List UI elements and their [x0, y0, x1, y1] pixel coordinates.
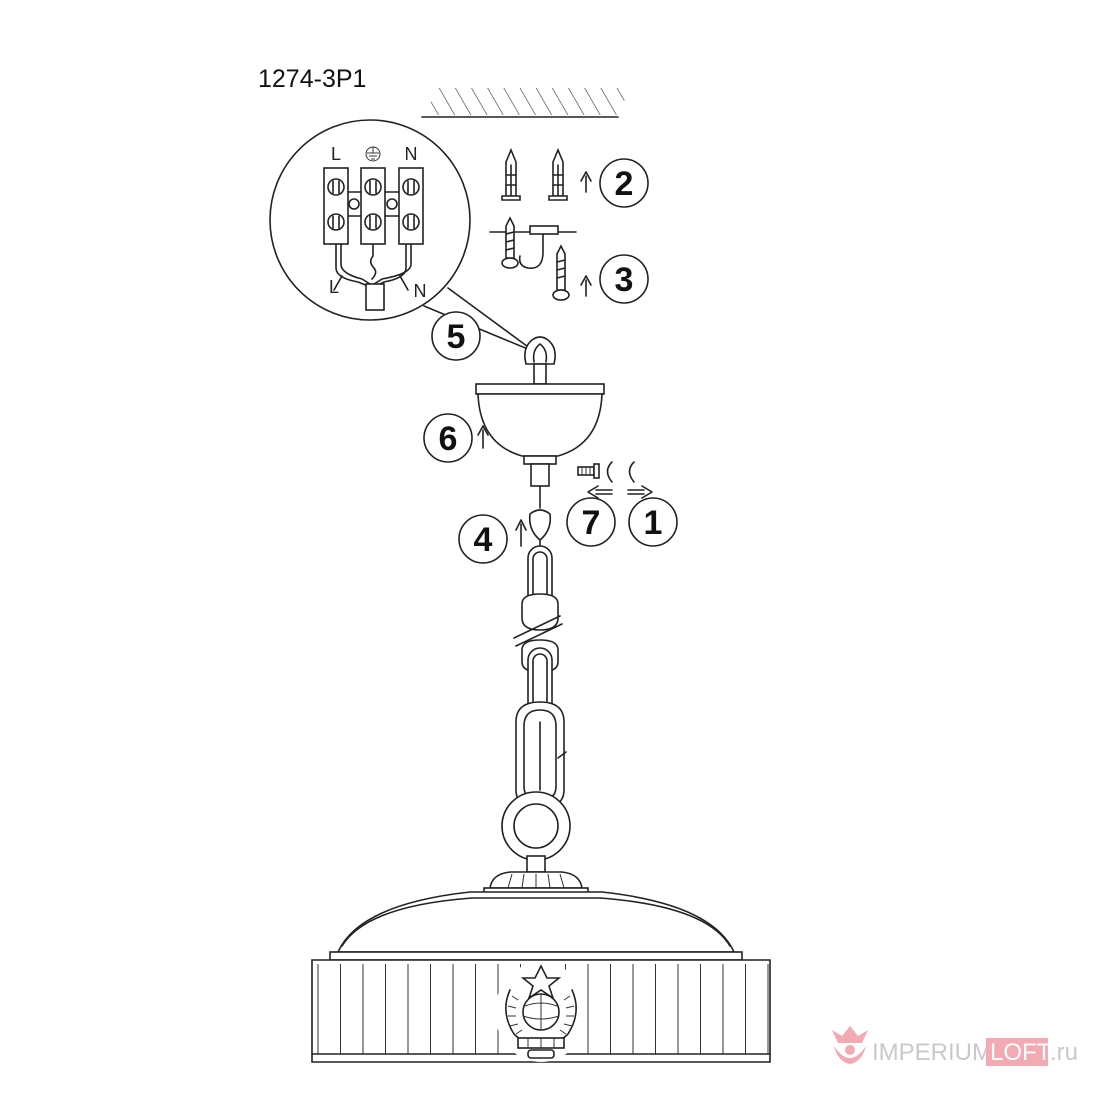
ceiling: [421, 88, 630, 118]
step-2: 2: [599, 158, 649, 208]
step-3: 3: [599, 254, 649, 304]
step-4: 4: [458, 514, 508, 564]
up-arrow-icon: [580, 275, 592, 297]
step-7: 7: [566, 497, 616, 547]
ceiling-hook-bracket: [489, 216, 577, 301]
watermark-brand-box: LOFT: [990, 1039, 1052, 1066]
left-arrow-icon: [587, 485, 613, 499]
model-title: 1274-3P1: [258, 65, 366, 93]
watermark-domain: .ru: [1050, 1039, 1078, 1066]
terminal-label-live: L: [331, 144, 341, 164]
wire-label-neutral: N: [414, 281, 427, 301]
watermark-brand: IMPERIUM: [872, 1039, 992, 1066]
chain: [513, 509, 563, 715]
wiring-detail: L N L N: [269, 119, 536, 353]
ground-symbol-icon: [365, 146, 381, 162]
emblem-icon: [495, 962, 587, 1062]
step-6: 6: [423, 413, 473, 463]
wires: [333, 243, 412, 311]
step-number: 2: [615, 165, 634, 203]
finial: [483, 855, 589, 895]
carabiner: [515, 701, 567, 807]
step-number: 3: [615, 261, 634, 299]
watermark: IMPERIUM LOFT .ru: [832, 1026, 1078, 1066]
terminal-label-neutral: N: [405, 144, 418, 164]
right-arrow-icon: [627, 485, 653, 499]
crown-logo-icon: [832, 1026, 868, 1064]
wire-label-live: L: [329, 277, 339, 297]
up-arrow-icon: [515, 519, 527, 547]
canopy-loop: [524, 336, 556, 385]
screw-and-collars: [577, 461, 635, 483]
step-number: 6: [439, 420, 458, 458]
step-5: 5: [431, 311, 481, 361]
pendant-ring: [501, 791, 571, 861]
up-arrow-icon: [580, 171, 592, 193]
step-number: 5: [447, 318, 466, 356]
step-number: 4: [474, 521, 493, 559]
step-number: 7: [582, 504, 601, 542]
terminal-block: [323, 167, 424, 245]
wall-plugs: [501, 147, 568, 201]
step-1: 1: [628, 497, 678, 547]
canopy: [475, 383, 605, 509]
up-arrow-icon: [477, 425, 489, 449]
step-number: 1: [644, 504, 663, 542]
